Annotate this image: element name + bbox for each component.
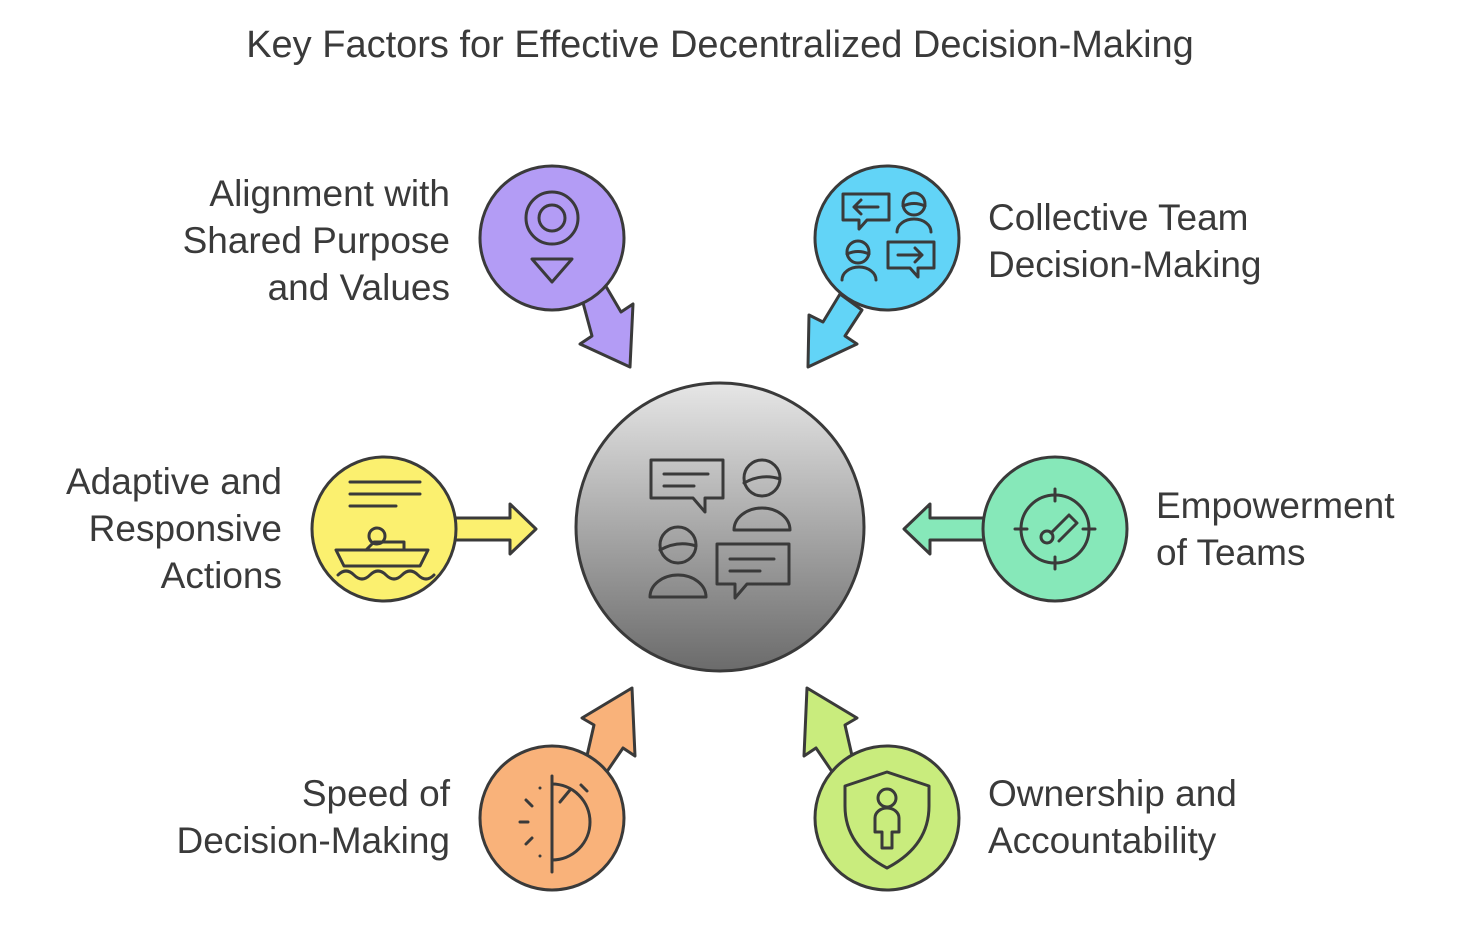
factor-node-speed[interactable] (478, 686, 637, 892)
team-discussion-icon (648, 458, 792, 600)
arrow-alignment (578, 281, 635, 369)
exchange-conversation-icon (840, 191, 936, 282)
boat-on-water-icon (334, 480, 436, 581)
arrow-speed (580, 686, 637, 775)
factor-node-adaptive[interactable] (310, 455, 538, 603)
factor-label-ownership: Ownership and Accountability (988, 773, 1237, 861)
factor-label-alignment: Alignment with Shared Purpose and Values (182, 173, 450, 308)
factor-node-empowerment[interactable] (902, 455, 1129, 603)
factor-label-speed: Speed of Decision-Making (176, 773, 451, 861)
factor-label-adaptive: Adaptive and Responsive Actions (65, 461, 282, 596)
factor-node-ownership[interactable] (802, 686, 961, 892)
stopwatch-icon (518, 774, 592, 874)
arrow-empowerment (902, 502, 992, 556)
factor-label-collective: Collective Team Decision-Making (988, 197, 1262, 285)
shield-person-icon (843, 770, 931, 870)
center-node (574, 381, 866, 673)
factor-node-collective[interactable] (806, 164, 961, 369)
diagram-title: Key Factors for Effective Decentralized … (246, 24, 1194, 66)
factor-node-alignment[interactable] (478, 164, 635, 369)
arrow-ownership (802, 686, 859, 775)
arrow-collective (806, 292, 864, 369)
location-target-icon (524, 190, 580, 284)
crosshair-target-icon (1013, 487, 1097, 571)
factor-label-empowerment: Empowerment of Teams (1156, 485, 1395, 573)
